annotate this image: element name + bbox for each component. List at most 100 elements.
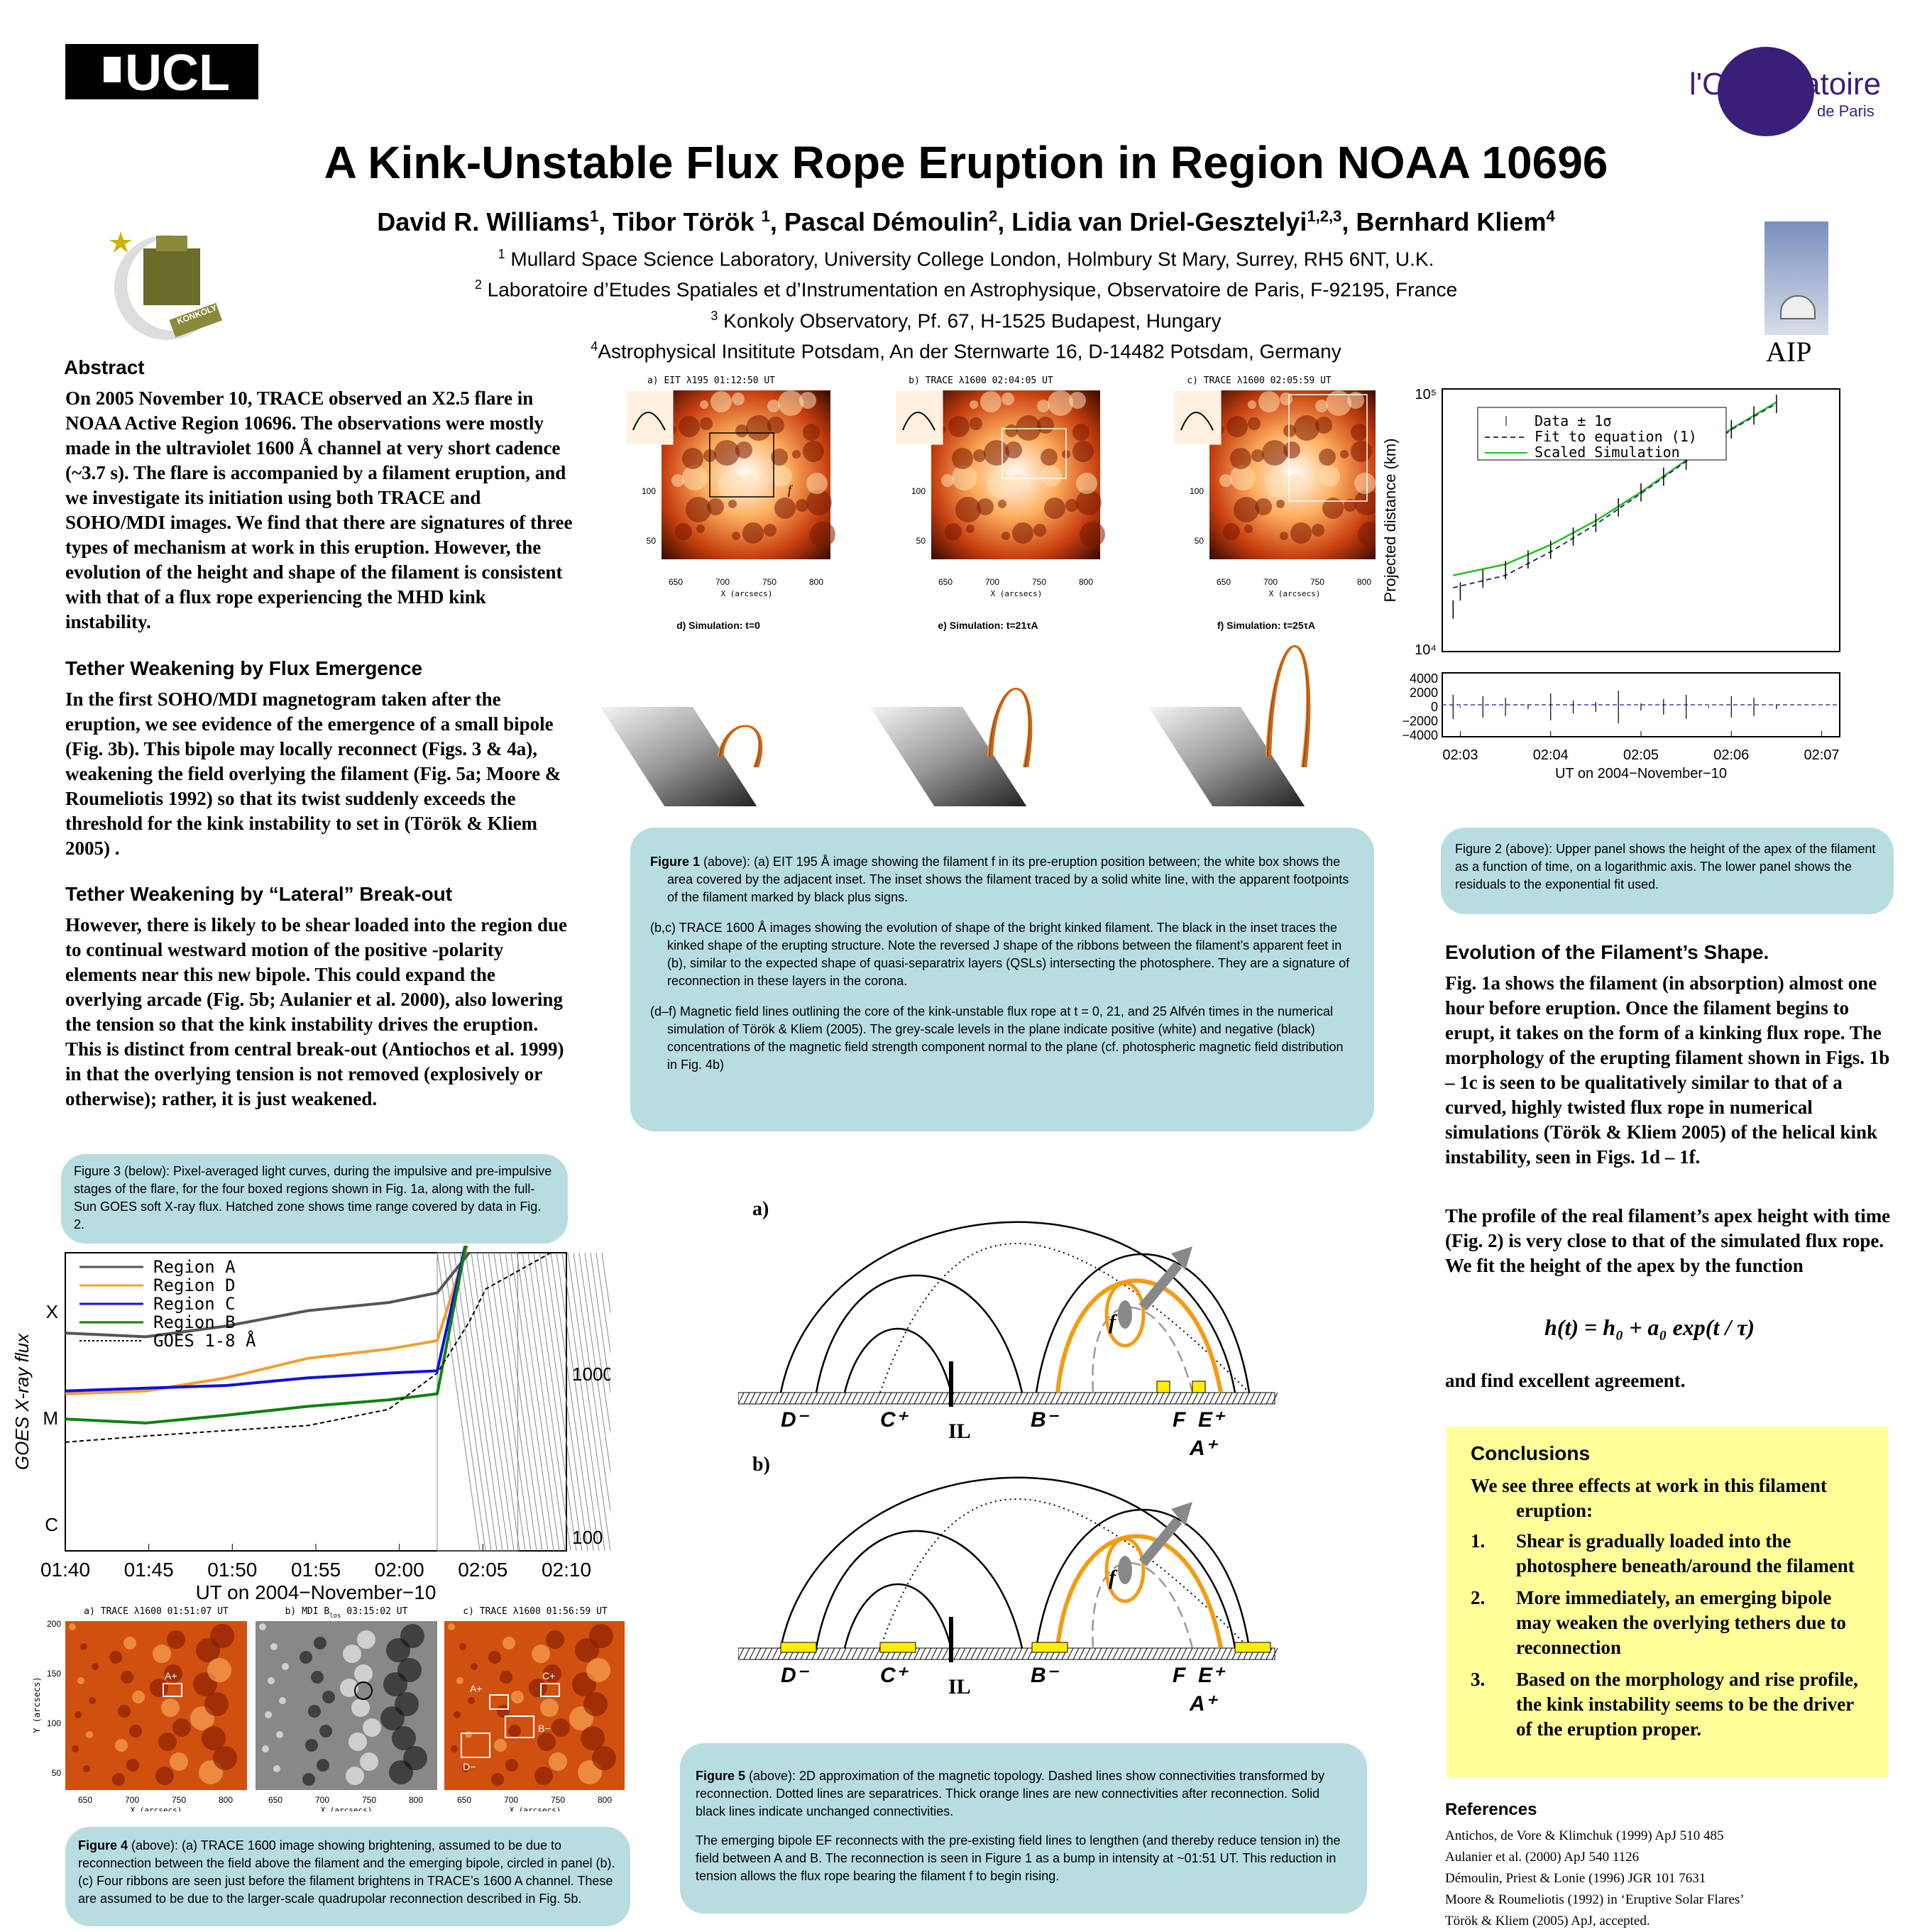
figure5-ground-hatch: [868, 1647, 875, 1660]
image-texture: [276, 1731, 283, 1738]
figure5-ground-hatch: [811, 1392, 818, 1405]
solar-texture: [700, 400, 708, 409]
figure5-ground-hatch: [942, 1647, 949, 1660]
figure3-hatch-line: [493, 1252, 537, 1552]
figure5-ground-hatch: [1010, 1392, 1017, 1405]
solar-texture: [1294, 415, 1319, 441]
figure5-ground-hatch: [976, 1647, 983, 1660]
figure1-sim-title: f) Simulation: t=25τA: [1217, 620, 1315, 631]
image-texture: [497, 1705, 510, 1718]
figure1-xtick: 750: [762, 577, 776, 587]
figure4-xtick: 750: [172, 1795, 186, 1805]
figure4-xlabel: X (arcsecs): [510, 1806, 561, 1811]
figure5-ground-hatch: [783, 1392, 790, 1405]
figure5-ground-hatch: [953, 1392, 960, 1405]
figure5-ground-hatch: [811, 1647, 818, 1660]
figure1-sim-title: d) Simulation: t=0: [676, 620, 760, 631]
figure5-polarity-patch: [1234, 1642, 1271, 1653]
figure5-ground-hatch: [936, 1392, 943, 1405]
figure5-label: B⁻: [1031, 1408, 1060, 1432]
figure5-label: E⁺: [1198, 1664, 1226, 1687]
figure1-inset: [1173, 390, 1222, 445]
solar-texture: [1351, 441, 1372, 462]
figure5-field-line: [815, 1274, 1023, 1393]
image-texture: [465, 1731, 472, 1738]
solar-texture: [970, 417, 982, 430]
figure5-caption-1: Figure 5 (above): 2D approximation of th…: [696, 1767, 1351, 1821]
filament-icon: [1118, 1300, 1132, 1329]
solar-texture: [803, 424, 820, 441]
solar-texture: [792, 450, 801, 459]
conclusions-box: Conclusions We see three effects at work…: [1447, 1427, 1888, 1777]
solar-texture: [952, 448, 973, 469]
author-name: Bernhard Kliem: [1356, 207, 1547, 236]
figure5-ground-hatch: [908, 1392, 915, 1405]
bipole-circle: [354, 1681, 373, 1700]
figure5-ground-hatch: [1266, 1647, 1273, 1660]
affiliation-text: Laboratoire d’Etudes Spatiales et d’Inst…: [481, 278, 1458, 301]
solar-texture: [966, 525, 975, 533]
figure5-ground-hatch: [1226, 1392, 1233, 1405]
figure5-ground-hatch: [1107, 1647, 1114, 1660]
figure5-label: D⁻: [781, 1408, 810, 1432]
solar-texture: [1037, 400, 1050, 412]
solar-texture: [1001, 532, 1010, 540]
figure3-xtick: 02:00: [375, 1559, 424, 1581]
figure5-ground-hatch: [1004, 1392, 1011, 1405]
figure3-xtick: 01:40: [40, 1559, 90, 1581]
figure1-inset: [895, 390, 943, 445]
observatoire-logo-text: l'Observatoire: [1689, 67, 1882, 101]
figure5-label: F: [1173, 1664, 1186, 1687]
figure5-ground-hatch: [976, 1392, 983, 1405]
figure3-frame: [65, 1252, 567, 1552]
image-texture: [395, 1692, 419, 1716]
image-texture: [129, 1725, 142, 1738]
abstract-heading: Abstract: [64, 356, 145, 378]
aip-logo: AIP: [1760, 221, 1838, 371]
figure5-ground-hatch: [772, 1647, 779, 1660]
image-texture: [72, 1745, 79, 1752]
solar-texture: [1322, 498, 1344, 519]
figure3-series-line: [65, 1227, 471, 1425]
figure5-transformed-line: [1092, 1562, 1194, 1649]
figure1-xtick: 700: [1263, 577, 1278, 587]
figure5-transformed-line: [1092, 1307, 1194, 1393]
image-texture: [322, 1691, 335, 1703]
figure1-xtick: 800: [1079, 577, 1093, 587]
conclusion-item: 3.Based on the morphology and rise profi…: [1471, 1667, 1864, 1742]
solar-texture: [1255, 498, 1272, 515]
solar-texture: [739, 473, 756, 490]
conclusion-text: Based on the morphology and rise profile…: [1516, 1669, 1858, 1740]
figure3-hatch-line: [567, 1252, 611, 1552]
solar-texture: [806, 490, 832, 515]
solar-texture: [735, 441, 752, 459]
figure5-ground-hatch: [1016, 1647, 1023, 1660]
image-texture: [363, 1718, 381, 1737]
affiliation-text: Konkoly Observatory, Pf. 67, H-1525 Buda…: [718, 309, 1222, 331]
figure5-ground-hatch: [1254, 1392, 1261, 1405]
figure4-xlabel: X (arcsecs): [321, 1806, 373, 1811]
figure1-ytick: 100: [642, 486, 656, 496]
figure1-panel-title: a) EIT λ195 01:12:50 UT: [647, 375, 775, 386]
figure5-ground-hatch: [828, 1647, 835, 1660]
figure5-field-line: [779, 1476, 1236, 1649]
image-texture: [69, 1623, 76, 1630]
image-texture: [305, 1739, 318, 1752]
conclusion-item: 1.Shear is gradually loaded into the pho…: [1471, 1529, 1864, 1579]
figure4-region-box: [540, 1683, 560, 1697]
authors: David R. Williams1, Tibor Török 1, Pasca…: [377, 207, 1555, 236]
figure1-panel-d: d) Simulation: t=0: [600, 620, 763, 806]
figure5-ground-hatch: [1135, 1392, 1142, 1405]
figure3-caption-text: Figure 3 (below): Pixel-averaged light c…: [74, 1164, 552, 1231]
solar-texture: [796, 499, 808, 512]
figure5-ground-hatch: [840, 1647, 847, 1660]
ucl-logo-building-icon: [104, 57, 121, 82]
figure5-ground-hatch: [999, 1647, 1006, 1660]
figure2-residual-ytick: 2000: [1410, 686, 1438, 700]
figure4-xtick: 750: [551, 1795, 565, 1805]
author-name: David R. Williams: [377, 207, 591, 236]
figure5-ground-hatch: [1021, 1392, 1028, 1405]
tether-emergence-heading: Tether Weakening by Flux Emergence: [65, 657, 423, 679]
